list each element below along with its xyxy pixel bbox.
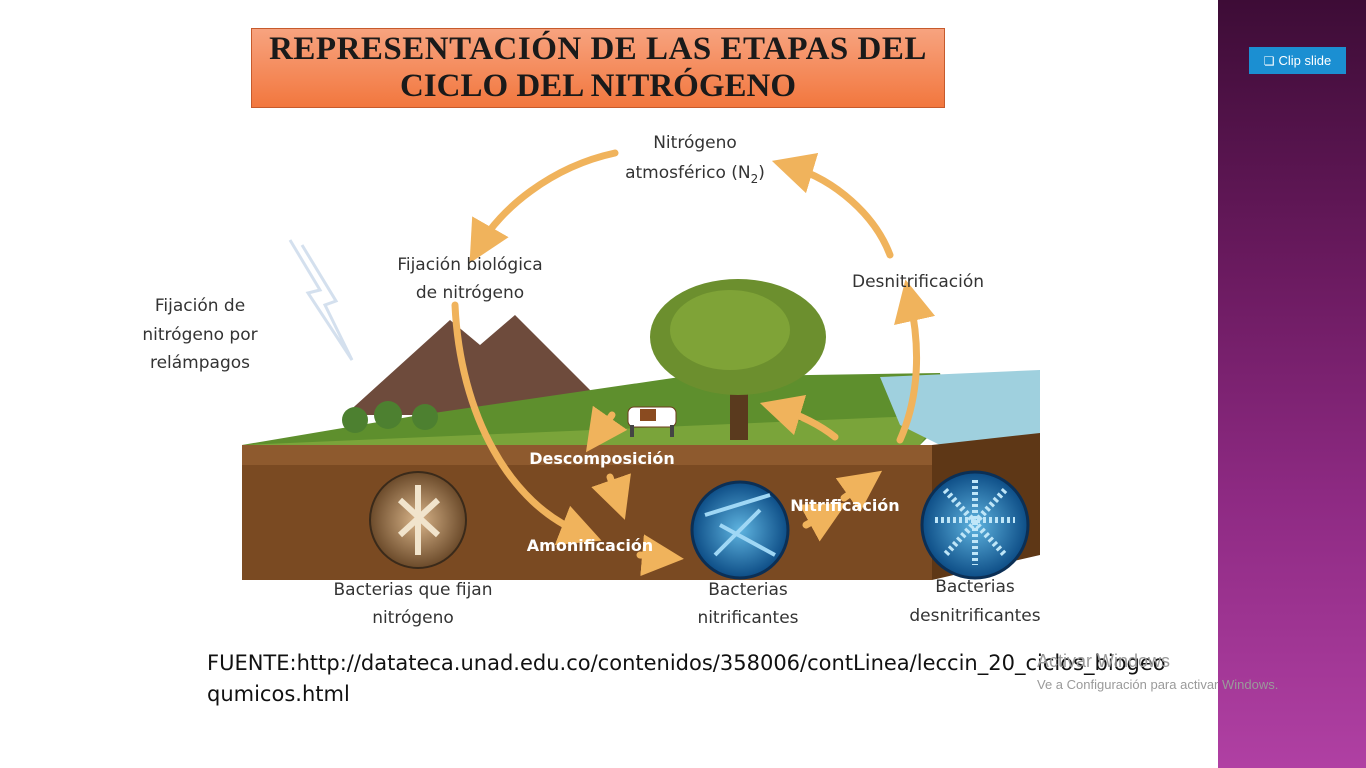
cow-icon bbox=[627, 406, 677, 437]
denitrifying-bacteria-circle bbox=[920, 470, 1030, 580]
arrow-up-denit bbox=[894, 279, 936, 444]
label-denitrification: Desnitrificación bbox=[852, 272, 984, 292]
windows-watermark-title: Activar Windows bbox=[1037, 651, 1171, 671]
tree-icon bbox=[650, 279, 826, 440]
arrow-cow-down bbox=[585, 405, 628, 453]
label-bact-denit-line2: desnitrificantes bbox=[909, 606, 1040, 626]
water-area bbox=[880, 370, 1040, 455]
label-lightning-line3: relámpagos bbox=[150, 353, 250, 373]
label-bact-nitr-line2: nitrificantes bbox=[697, 608, 798, 628]
nitrogen-cycle-diagram: Nitrógeno atmosférico (N2) Fijación biol… bbox=[142, 133, 1040, 628]
label-atmos-line1: Nitrógeno bbox=[653, 133, 737, 153]
slide-title-line2: CICLO DEL NITRÓGENO bbox=[399, 68, 797, 104]
label-decomposition: Descomposición bbox=[529, 449, 675, 468]
label-bact-nitr-line1: Bacterias bbox=[708, 580, 788, 600]
arrow-amonif-right bbox=[636, 534, 684, 577]
windows-watermark-subtitle: Ve a Configuración para activar Windows. bbox=[1037, 677, 1279, 692]
arrow-decomp-down bbox=[591, 473, 631, 520]
label-bact-denit-line1: Bacterias bbox=[935, 577, 1015, 597]
arrow-atmos-to-fixation bbox=[469, 149, 619, 264]
small-trees bbox=[342, 401, 438, 433]
label-fixation-line1: Fijación biológica bbox=[397, 255, 542, 275]
clip-icon: ❏ bbox=[1263, 53, 1275, 68]
arrow-nitrif-top bbox=[835, 470, 883, 513]
clip-slide-label: Clip slide bbox=[1278, 53, 1332, 68]
label-ammonification: Amonificación bbox=[527, 536, 653, 555]
label-lightning-line2: nitrógeno por bbox=[142, 325, 257, 345]
nitrifying-bacteria-circle bbox=[690, 480, 790, 580]
slide-title-box: REPRESENTACIÓN DE LAS ETAPAS DEL CICLO D… bbox=[251, 28, 945, 108]
arrow-denit-to-atmos bbox=[771, 152, 894, 259]
slide: REPRESENTACIÓN DE LAS ETAPAS DEL CICLO D… bbox=[142, 28, 1166, 706]
arrow-nitrif-up bbox=[799, 502, 847, 542]
arrow-to-tree bbox=[759, 394, 839, 441]
arrow-fixation-to-amonif bbox=[451, 301, 602, 545]
label-nitrification: Nitrificación bbox=[790, 496, 899, 515]
label-fixation-line2: de nitrógeno bbox=[416, 283, 524, 303]
clip-slide-button[interactable]: ❏ Clip slide bbox=[1249, 47, 1346, 74]
label-atmos-line2: atmosférico (N2) bbox=[625, 163, 765, 186]
sidebar-panel bbox=[1218, 0, 1366, 768]
label-lightning-line1: Fijación de bbox=[155, 296, 245, 316]
mountain-shape bbox=[345, 315, 590, 415]
lightning-icon bbox=[288, 239, 354, 361]
slide-title-line1: REPRESENTACIÓN DE LAS ETAPAS DEL bbox=[269, 31, 927, 67]
label-bact-fix-line1: Bacterias que fijan bbox=[334, 580, 493, 600]
root-nodules-circle bbox=[369, 471, 467, 569]
label-bact-fix-line2: nitrógeno bbox=[372, 608, 454, 628]
source-citation: FUENTE:http://datateca.unad.edu.co/conte… bbox=[207, 651, 1166, 706]
